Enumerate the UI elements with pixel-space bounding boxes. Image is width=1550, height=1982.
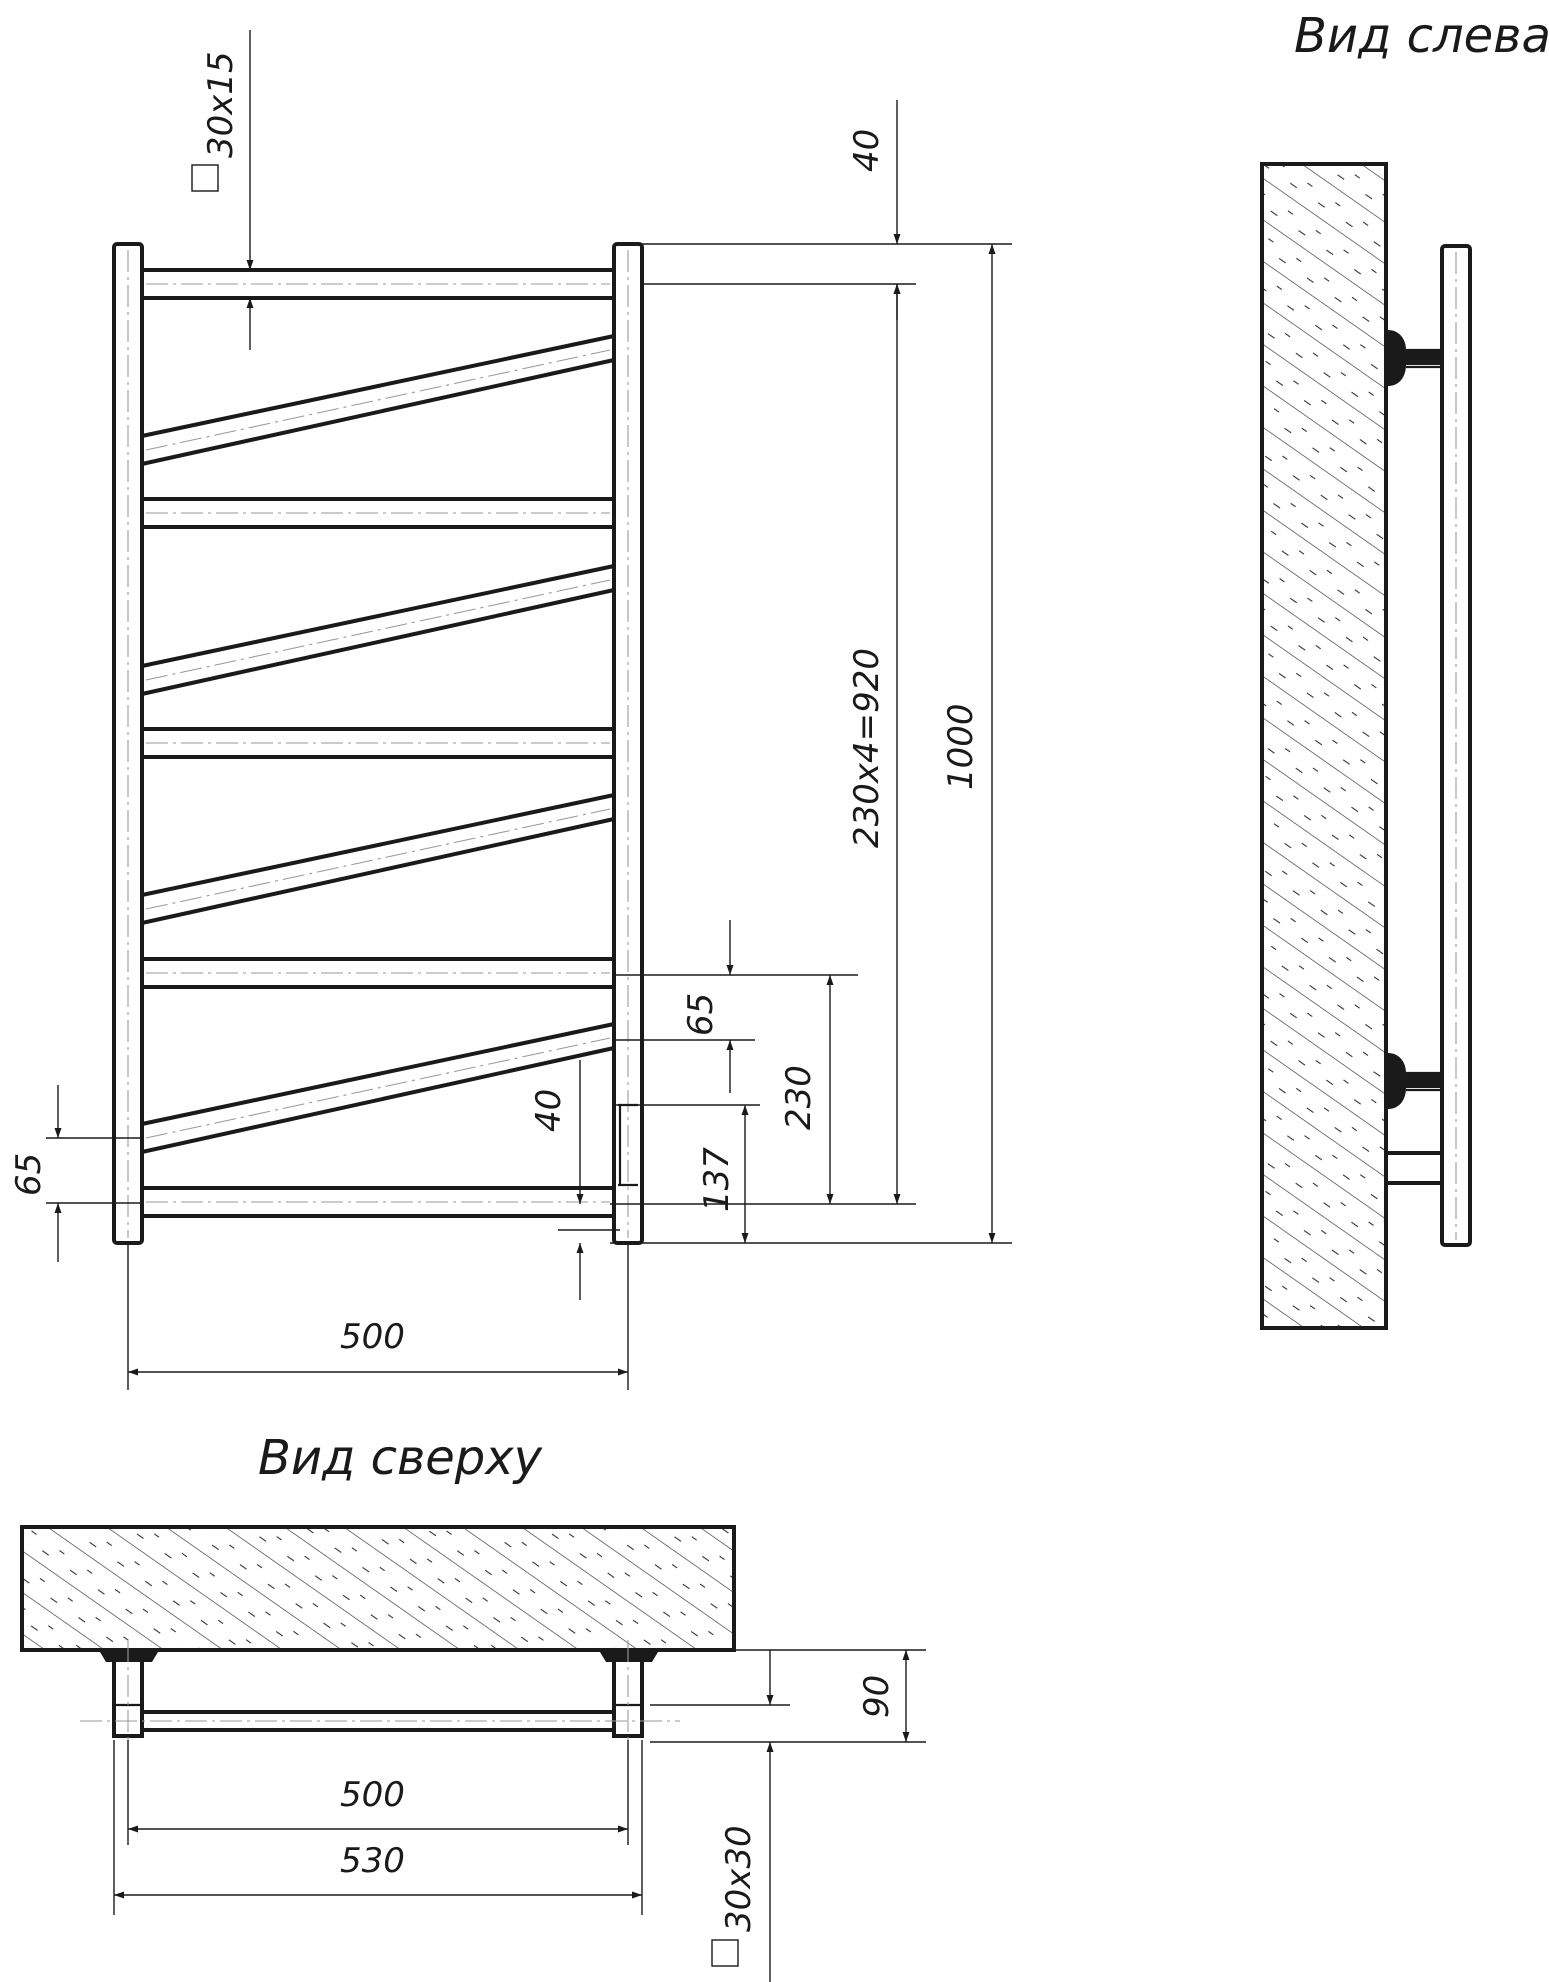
- top-view-title: Вид сверху: [258, 1430, 543, 1486]
- bar-diagonal: [140, 1021, 616, 1155]
- left-view-title: Вид слева: [1294, 8, 1550, 64]
- front-dimensions: 30x15 40 230x4=920 1000 65 230 137: [9, 30, 1012, 1390]
- left-view: Вид слева: [1260, 8, 1550, 1330]
- diagonal-bars: [140, 333, 616, 1155]
- bar-diagonal: [140, 792, 616, 926]
- bar-horizontal: [140, 727, 616, 759]
- bar-horizontal: [140, 957, 616, 989]
- bar-diagonal: [140, 563, 616, 697]
- bracket-bottom: [1388, 1053, 1442, 1109]
- dim-profile-bar: 30x15: [201, 51, 241, 158]
- dim-pitch-single: 230: [779, 1065, 819, 1130]
- dim-wall-offset: 90: [857, 1675, 897, 1718]
- bar-horizontal: [140, 497, 616, 529]
- side-post: [1440, 244, 1472, 1247]
- bar-horizontal: [140, 268, 616, 300]
- dim-inner-gap: 65: [681, 993, 721, 1036]
- dim-left-gap: 65: [9, 1153, 49, 1196]
- dim-bottom-offset: 137: [697, 1147, 737, 1212]
- dim-profile-post: 30x30: [719, 1825, 759, 1932]
- horizontal-bars: [140, 268, 616, 1218]
- wall-section: [1260, 162, 1388, 1330]
- wall-section-top: [20, 1525, 736, 1652]
- bar-section: [1384, 1151, 1444, 1185]
- dim-right-offset: 40: [529, 1089, 569, 1132]
- front-view: [112, 242, 644, 1245]
- bar-horizontal: [140, 1186, 616, 1218]
- dim-pitch: 230x4=920: [847, 648, 887, 848]
- dim-overall-height: 1000: [941, 703, 981, 790]
- bracket-top: [1388, 330, 1442, 386]
- square-symbol-icon: [191, 164, 219, 192]
- bar-diagonal: [140, 333, 616, 467]
- dim-top-offset: 40: [847, 129, 887, 172]
- top-dimensions: 90 30x30 500 530: [113, 1649, 926, 1982]
- dim-top-width-outer: 530: [340, 1841, 405, 1881]
- square-symbol-icon: [711, 1939, 739, 1967]
- dim-front-width: 500: [340, 1317, 405, 1357]
- top-view: Вид сверху: [20, 1430, 736, 1760]
- dim-top-width-inner: 500: [340, 1775, 405, 1815]
